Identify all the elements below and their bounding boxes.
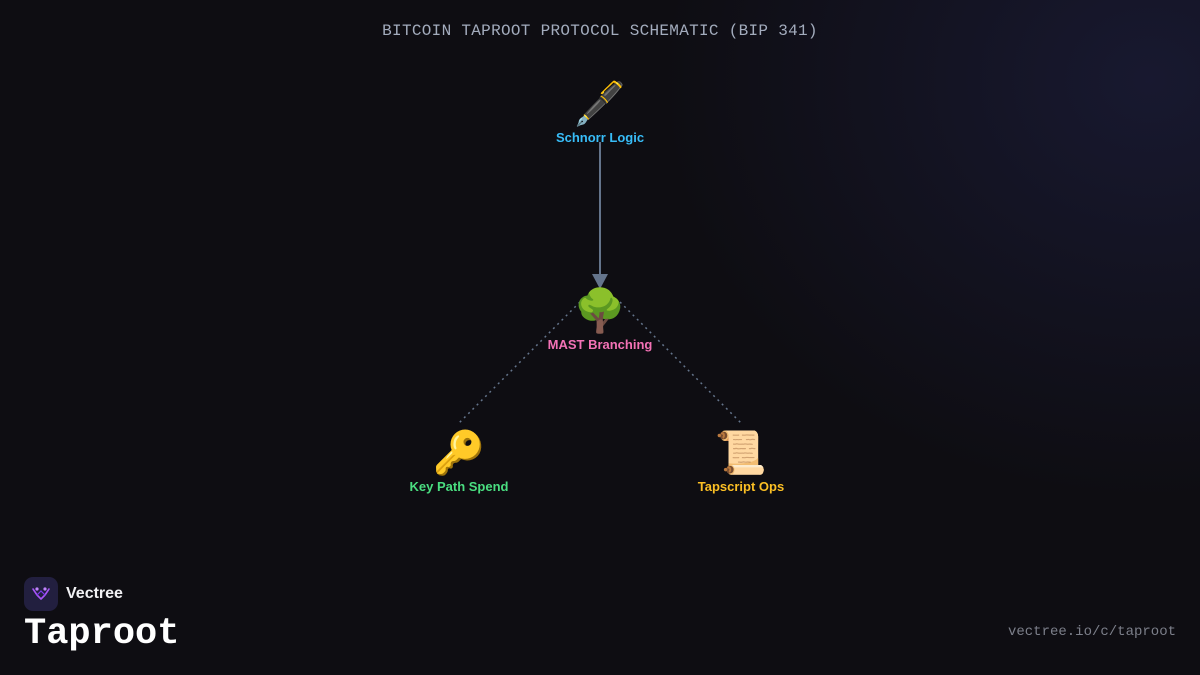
node-mast-branching: 🌳 MAST Branching	[510, 286, 690, 353]
scroll-icon: 📜	[714, 428, 768, 477]
vectree-logo-icon	[24, 577, 58, 611]
edge-arrowhead	[592, 274, 608, 289]
page-title: Taproot	[24, 613, 180, 655]
source-url: vectree.io/c/taproot	[1007, 624, 1176, 640]
node-schnorr-logic: 🖋️ Schnorr Logic	[510, 79, 690, 146]
brand-name: Vectree	[66, 585, 123, 602]
node-label: Schnorr Logic	[555, 130, 645, 145]
node-label: Tapscript Ops	[697, 479, 785, 494]
node-key-path-spend: 🔑 Key Path Spend	[369, 428, 549, 495]
key-icon: 🔑	[432, 428, 486, 477]
node-tapscript-ops: 📜 Tapscript Ops	[651, 428, 831, 495]
tree-icon: 🌳	[573, 286, 627, 335]
node-label: MAST Branching	[547, 337, 653, 352]
node-label: Key Path Spend	[409, 479, 509, 494]
diagram-title: BITCOIN TAPROOT PROTOCOL SCHEMATIC (BIP …	[382, 22, 818, 40]
fountain-pen-icon: 🖋️	[573, 79, 627, 128]
brand: Vectree	[24, 577, 123, 611]
